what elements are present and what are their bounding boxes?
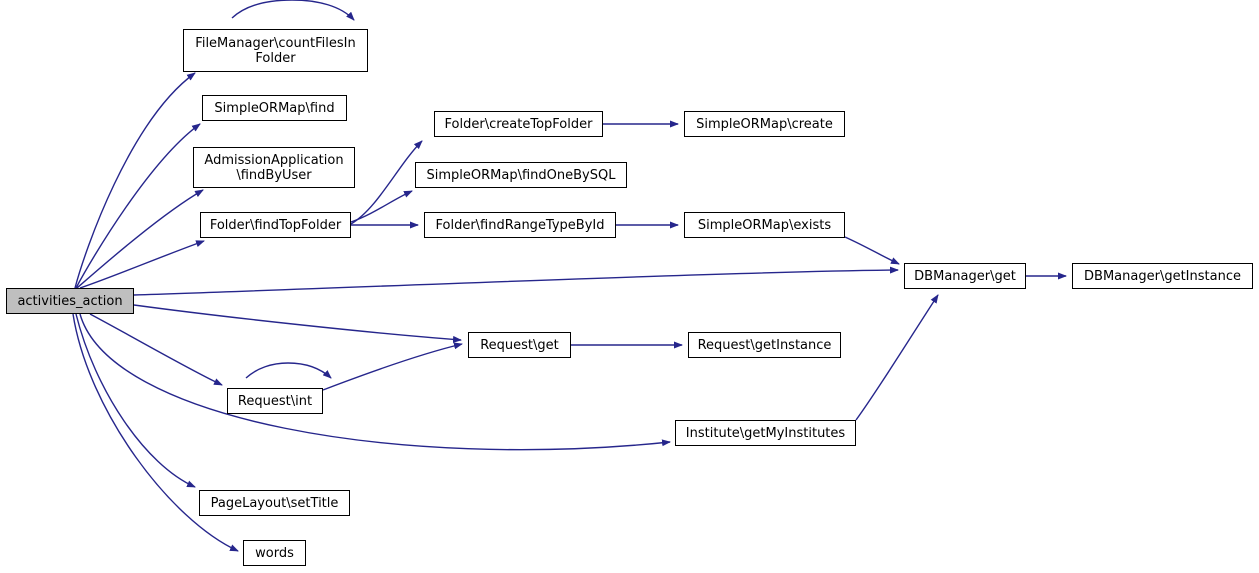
graph-node-simpleORMapExists[interactable]: SimpleORMap\exists	[684, 212, 845, 238]
graph-node-label: DBManager\getInstance	[1084, 268, 1241, 284]
graph-node-dbManagerGetInstance[interactable]: DBManager\getInstance	[1072, 263, 1253, 289]
graph-node-label: DBManager\get	[914, 268, 1016, 284]
graph-node-label: SimpleORMap\exists	[697, 217, 832, 233]
graph-node-simpleORMapCreate[interactable]: SimpleORMap\create	[684, 111, 845, 137]
graph-node-dbManagerGet[interactable]: DBManager\get	[904, 263, 1026, 289]
graph-node-label: SimpleORMap\findOneBySQL	[426, 167, 616, 183]
graph-edge-folderFindTopFolder-to-simpleORMapFindOneBySQL	[350, 190, 413, 223]
graph-node-simpleORMapFindOneBySQL[interactable]: SimpleORMap\findOneBySQL	[415, 162, 627, 188]
graph-node-label: Institute\getMyInstitutes	[685, 425, 846, 441]
graph-node-label: Request\get	[480, 337, 559, 353]
graph-node-label: words	[255, 545, 294, 561]
graph-edge-activities_action-to-dbManagerGet	[133, 266, 899, 296]
graph-node-label: Folder\findTopFolder	[209, 217, 342, 233]
graph-node-words[interactable]: words	[243, 540, 306, 566]
graph-edge-activities_action-to-folderFindTopFolder	[79, 240, 205, 289]
graph-edge-activities_action-to-instituteGetMyInstitutes	[79, 313, 671, 451]
graph-node-label: PageLayout\setTitle	[210, 495, 339, 511]
graph-edge-activities_action-to-requestGet	[133, 304, 462, 343]
graph-node-label: SimpleORMap\find	[214, 100, 335, 116]
graph-node-pageLayoutSetTitle[interactable]: PageLayout\setTitle	[199, 490, 350, 516]
graph-node-label: FileManager\countFilesIn Folder	[195, 35, 356, 66]
graph-node-simpleORMapFind[interactable]: SimpleORMap\find	[202, 95, 347, 121]
graph-node-requestGet[interactable]: Request\get	[468, 332, 571, 358]
graph-node-admissionApplicationFindByUser[interactable]: AdmissionApplication \findByUser	[193, 147, 355, 188]
graph-edge-instituteGetMyInstitutes-to-dbManagerGet	[855, 294, 939, 421]
graph-node-folderCreateTopFolder[interactable]: Folder\createTopFolder	[434, 111, 603, 137]
graph-node-label: Request\int	[237, 393, 313, 409]
graph-edge-activities_action-to-pageLayoutSetTitle	[75, 313, 196, 488]
graph-node-label: Folder\createTopFolder	[444, 116, 593, 132]
graph-edge-activities_action-to-requestInt	[89, 313, 223, 386]
graph-edge-countFilesInFolder-to-countFilesInFolder	[231, 0, 355, 21]
graph-node-countFilesInFolder[interactable]: FileManager\countFilesIn Folder	[183, 29, 368, 72]
graph-node-label: Folder\findRangeTypeById	[435, 217, 605, 233]
graph-node-requestInt[interactable]: Request\int	[227, 388, 323, 414]
graph-edge-folderFindTopFolder-to-folderCreateTopFolder	[350, 140, 423, 225]
graph-edge-requestInt-to-requestInt	[245, 362, 332, 379]
graph-edge-activities_action-to-simpleORMapFind	[75, 123, 201, 289]
graph-edge-activities_action-to-countFilesInFolder	[74, 72, 196, 289]
graph-node-folderFindRangeTypeById[interactable]: Folder\findRangeTypeById	[424, 212, 616, 238]
graph-node-requestGetInstance[interactable]: Request\getInstance	[688, 332, 841, 358]
graph-node-folderFindTopFolder[interactable]: Folder\findTopFolder	[200, 212, 351, 238]
graph-node-activities_action[interactable]: activities_action	[6, 288, 134, 314]
graph-node-label: activities_action	[17, 293, 123, 309]
graph-edge-requestInt-to-requestGet	[322, 342, 463, 391]
graph-edge-simpleORMapExists-to-dbManagerGet	[844, 236, 900, 265]
graph-node-instituteGetMyInstitutes[interactable]: Institute\getMyInstitutes	[675, 420, 856, 446]
graph-node-label: Request\getInstance	[697, 337, 832, 353]
graph-node-label: SimpleORMap\create	[696, 116, 833, 132]
graph-node-label: AdmissionApplication \findByUser	[204, 152, 344, 183]
graph-edge-activities_action-to-admissionApplicationFindByUser	[76, 189, 204, 289]
